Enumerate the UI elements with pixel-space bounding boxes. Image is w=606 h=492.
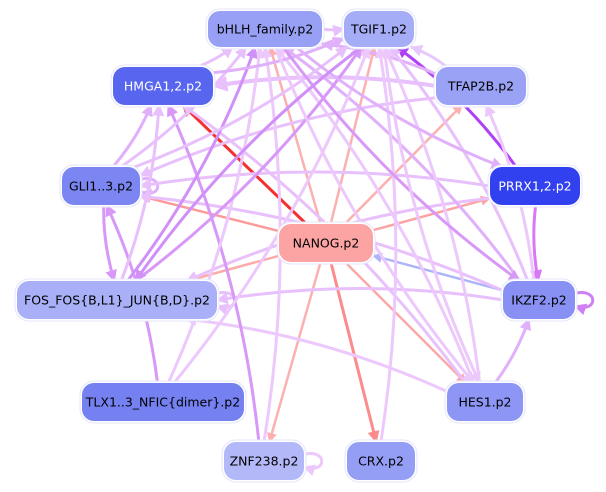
edge-ikzf2-p2-to-bhlh-family-p2	[282, 45, 522, 282]
edge-nanog-p2-to-bhlh-family-p2	[267, 46, 322, 225]
node-label: ZNF238.p2	[230, 454, 299, 469]
node-box	[347, 442, 415, 480]
edge-znf238-p2-to-znf238-p2	[301, 452, 324, 477]
node-box	[279, 224, 373, 262]
edge-tfap2b-p2-to-tgif1-p2	[410, 45, 448, 69]
node-box	[62, 167, 140, 205]
edge-hmga1-2-p2-to-bhlh-family-p2	[196, 45, 234, 69]
node-label: GLI1..3.p2	[69, 179, 133, 194]
node-bhlh-family-p2[interactable]: bHLH_family.p2	[205, 8, 325, 50]
edge-prrx1-2-p2-to-gli1-3-p2	[138, 170, 491, 191]
node-box	[224, 442, 304, 480]
edge-tlx1-3-nfic-dimer-p2-to-tgif1-p2	[172, 45, 371, 384]
node-box	[82, 383, 244, 421]
edge-prrx1-2-p2-to-ikzf2-p2	[530, 204, 543, 283]
node-label: TGIF1.p2	[350, 22, 407, 37]
edge-fos-fos-b-l1-jun-b-d-p2-to-bhlh-family-p2	[126, 45, 258, 282]
edge-hes1-p2-to-tgif1-p2	[382, 45, 482, 384]
edge-crx-p2-to-tgif1-p2	[374, 45, 398, 443]
node-label: IKZF2.p2	[511, 293, 566, 308]
edge-bhlh-family-p2-to-tgif1-p2	[321, 24, 346, 37]
edge-hes1-p2-to-ikzf2-p2	[493, 317, 532, 384]
node-label: HMGA1,2.p2	[124, 79, 202, 94]
node-box	[503, 281, 575, 319]
node-label: bHLH_family.p2	[217, 22, 314, 37]
edge-bhlh-family-p2-to-ikzf2-p2	[281, 46, 521, 283]
node-box	[447, 383, 523, 421]
edge-nanog-p2-to-fos-fos-b-l1-jun-b-d-p2	[185, 254, 280, 284]
edge-fos-fos-b-l1-jun-b-d-p2-to-tgif1-p2	[134, 46, 363, 283]
node-label: NANOG.p2	[293, 236, 360, 251]
edge-nanog-p2-to-crx-p2	[329, 261, 380, 444]
edge-tfap2b-p2-to-gli1-3-p2	[138, 96, 437, 178]
edge-nanog-p2-to-znf238-p2	[267, 261, 322, 443]
node-hes1-p2[interactable]: HES1.p2	[444, 380, 526, 424]
edge-nanog-p2-to-prrx1-2-p2	[372, 195, 491, 232]
node-nanog-p2[interactable]: NANOG.p2	[276, 221, 376, 265]
node-box	[17, 281, 217, 319]
node-label: HES1.p2	[458, 395, 511, 410]
node-fos-fos-b-l1-jun-b-d-p2[interactable]: FOS_FOS{B,L1}_JUN{B,D}.p2	[14, 278, 220, 322]
node-prrx1-2-p2[interactable]: PRRX1,2.p2	[487, 164, 583, 208]
node-ikzf2-p2[interactable]: IKZF2.p2	[500, 278, 578, 322]
node-label: PRRX1,2.p2	[498, 179, 571, 194]
node-gli1-3-p2[interactable]: GLI1..3.p2	[59, 164, 143, 208]
node-tgif1-p2[interactable]: TGIF1.p2	[341, 8, 417, 50]
edge-ikzf2-p2-to-fos-fos-b-l1-jun-b-d-p2	[215, 287, 504, 305]
node-label: FOS_FOS{B,L1}_JUN{B,D}.p2	[24, 293, 210, 308]
node-box	[490, 167, 580, 205]
node-box	[208, 11, 322, 47]
edge-tgif1-p2-to-fos-fos-b-l1-jun-b-d-p2	[134, 45, 363, 282]
edge-tlx1-3-nfic-dimer-p2-to-bhlh-family-p2	[166, 45, 265, 384]
edge-fos-fos-b-l1-jun-b-d-p2-to-hmga1-2-p2	[119, 103, 165, 282]
node-crx-p2[interactable]: CRX.p2	[344, 439, 418, 483]
edge-ikzf2-p2-to-tgif1-p2	[388, 46, 530, 282]
edge-znf238-p2-to-hmga1-2-p2	[166, 103, 261, 443]
edge-nanog-p2-to-tgif1-p2	[329, 46, 378, 225]
node-tlx1-3-nfic-dimer-p2[interactable]: TLX1..3_NFIC{dimer}.p2	[79, 380, 247, 424]
node-label: TFAP2B.p2	[447, 79, 514, 94]
edge-ikzf2-p2-to-ikzf2-p2	[572, 291, 595, 316]
edge-gli1-3-p2-to-tgif1-p2	[134, 45, 349, 169]
node-label: CRX.p2	[358, 454, 404, 469]
node-znf238-p2[interactable]: ZNF238.p2	[221, 439, 307, 483]
edge-nanog-p2-to-hes1-p2	[344, 261, 467, 384]
edge-gli1-3-p2-to-fos-fos-b-l1-jun-b-d-p2	[102, 204, 117, 283]
edge-gli1-3-p2-to-bhlh-family-p2	[119, 46, 248, 169]
node-box	[113, 67, 213, 105]
edge-ikzf2-p2-to-nanog-p2	[372, 253, 504, 292]
node-tfap2b-p2[interactable]: TFAP2B.p2	[433, 64, 529, 108]
node-label: TLX1..3_NFIC{dimer}.p2	[85, 395, 240, 410]
edge-tgif1-p2-to-hes1-p2	[382, 46, 481, 385]
edge-gli1-3-p2-to-hmga1-2-p2	[111, 103, 153, 168]
node-box	[344, 11, 414, 47]
node-box	[436, 67, 526, 105]
node-hmga1-2-p2[interactable]: HMGA1,2.p2	[110, 64, 216, 108]
